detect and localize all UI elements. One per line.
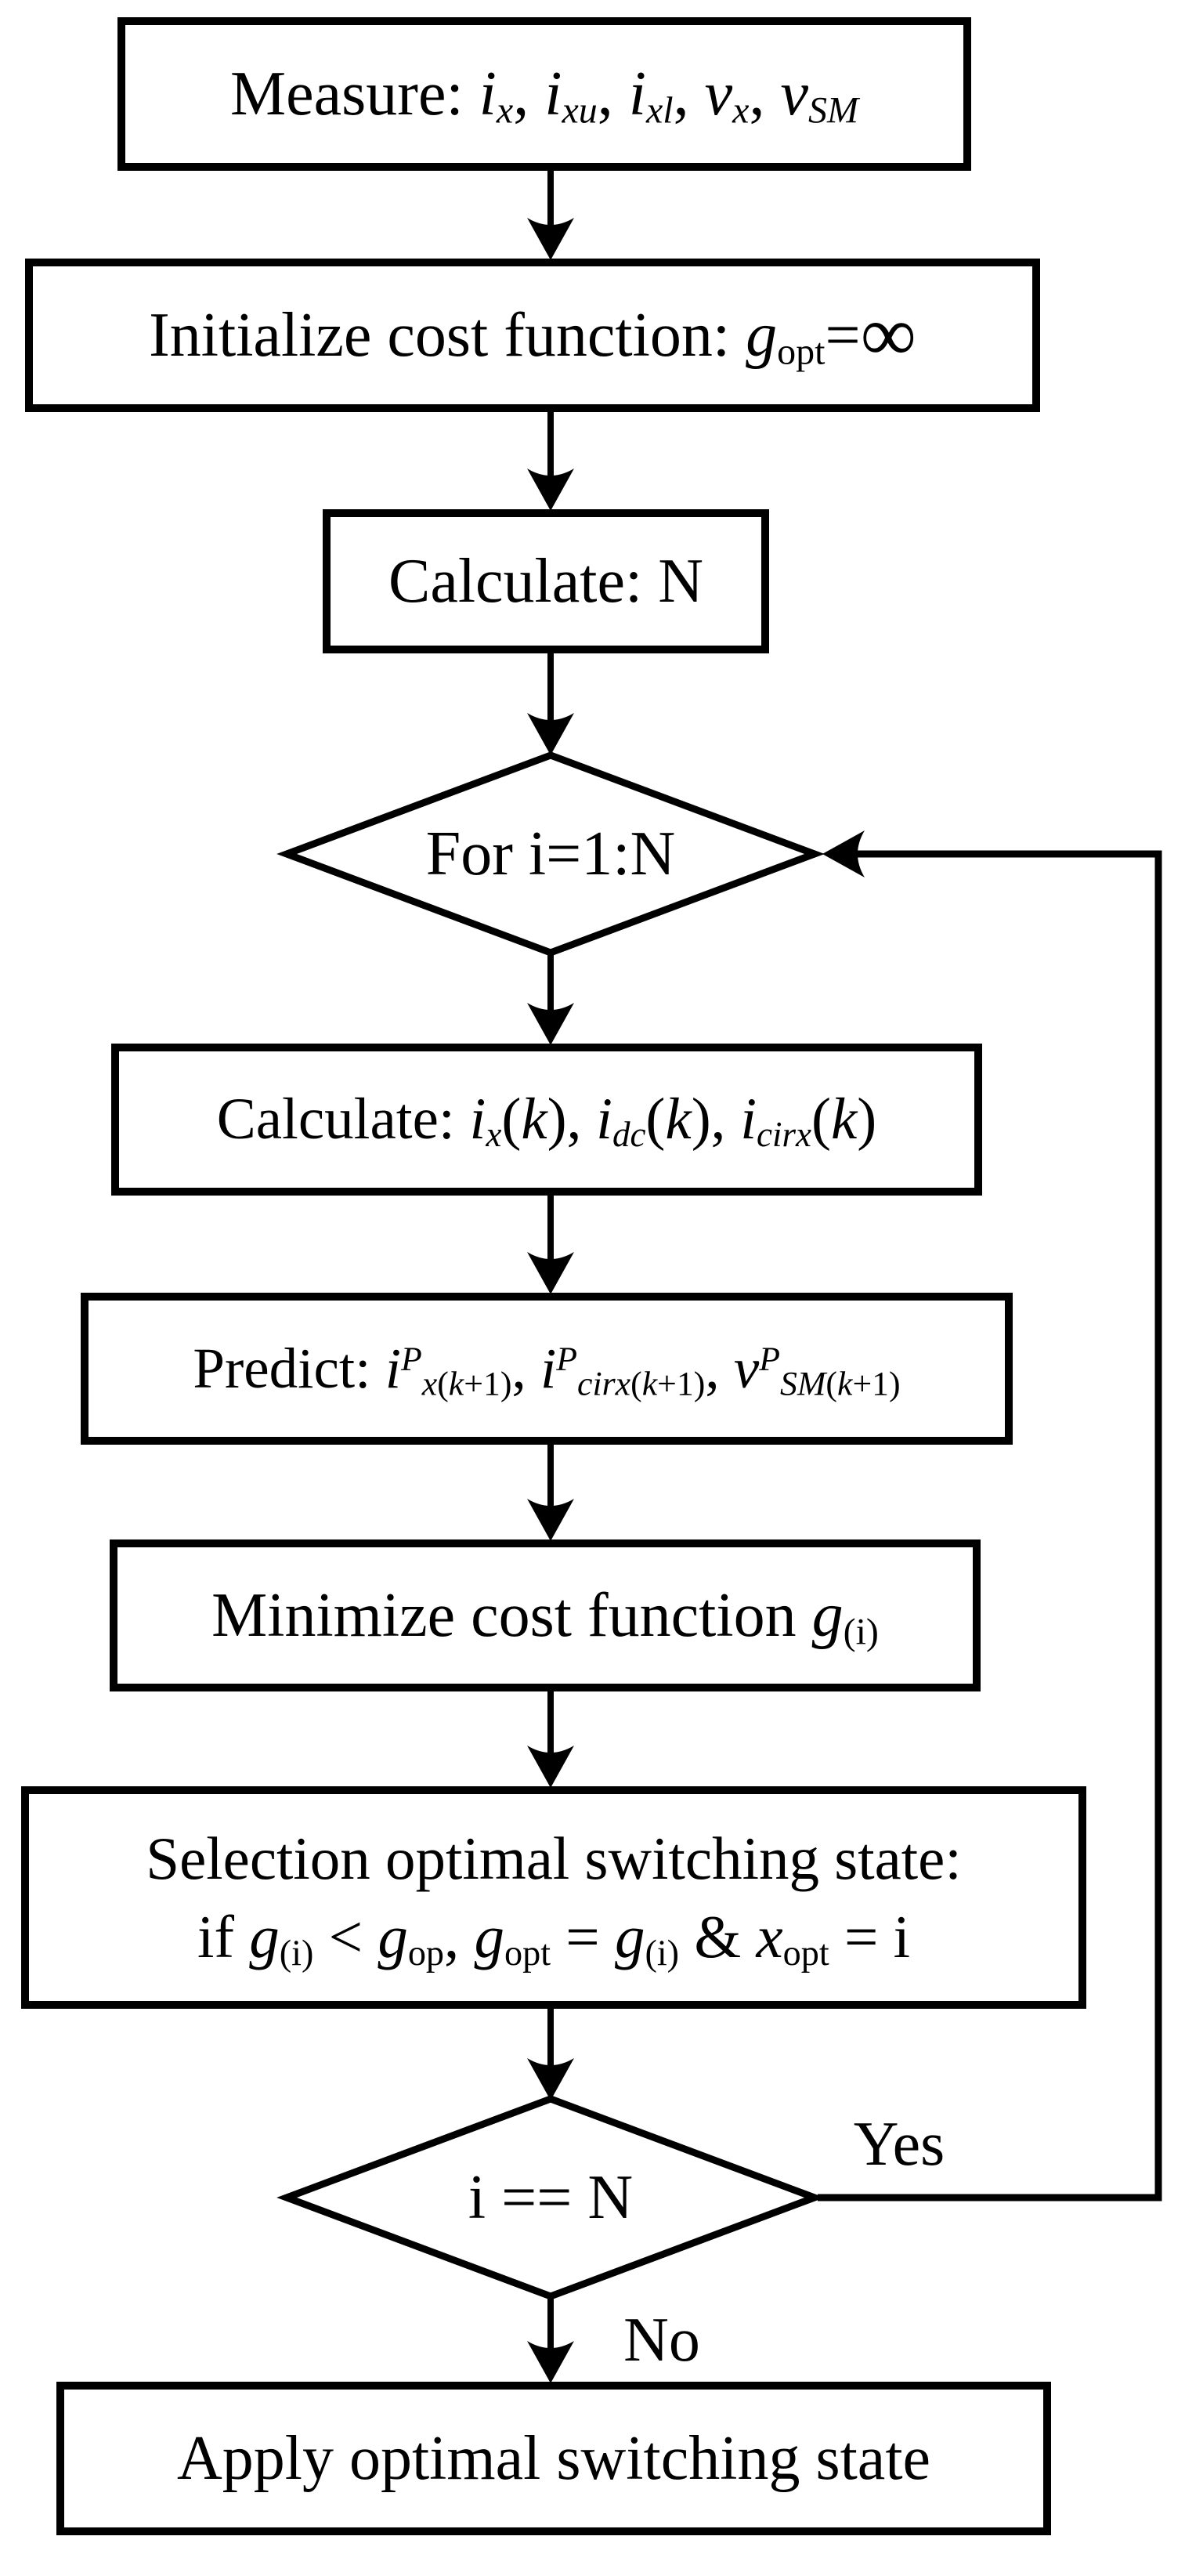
node-measure: Measure: ix, ixu, ixl, vx, vSM xyxy=(117,17,971,171)
node-predict: Predict: iPx(k+1), iPcirx(k+1), vPSM(k+1… xyxy=(81,1293,1013,1445)
edge-label-yes: Yes xyxy=(853,2110,945,2179)
node-minimize-cost-function: Minimize cost function g(i) xyxy=(110,1539,981,1691)
decision-diamonds xyxy=(276,751,825,2300)
edge-label-no: No xyxy=(623,2306,700,2375)
node-initialize-cost-function: Initialize cost function: gopt=∞ xyxy=(25,259,1040,412)
for-loop-diamond-label: For i=1:N xyxy=(425,819,676,888)
i-equals-n-diamond xyxy=(276,2095,825,2300)
i-equals-n-diamond-label: i == N xyxy=(468,2162,634,2232)
node-apply-optimal-state: Apply optimal switching state xyxy=(56,2382,1051,2535)
for-loop-diamond xyxy=(276,751,825,957)
loop-feedback-line xyxy=(818,850,1162,2202)
node-calculate-currents: Calculate: ix(k), idc(k), icirx(k) xyxy=(111,1044,982,1196)
node-calculate-n: Calculate: N xyxy=(323,509,769,653)
node-selection-optimal-state: Selection optimal switching state:if g(i… xyxy=(21,1786,1086,2009)
